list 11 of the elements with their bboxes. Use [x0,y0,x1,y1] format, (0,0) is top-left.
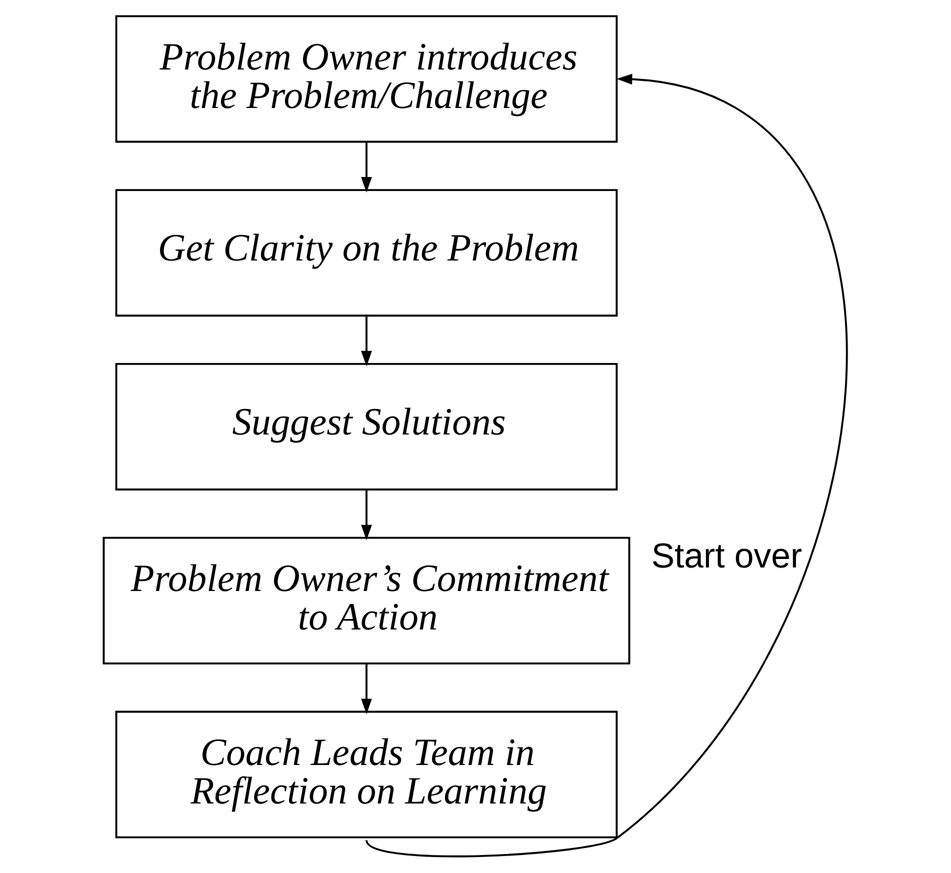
edge-label: Start over [651,537,802,576]
arrow [361,316,372,366]
node-box: Problem Owner’s Commitment to Action [102,536,630,664]
node-box: Coach Leads Team in Reflection on Learning [115,710,618,838]
arrow [361,142,372,193]
arrow [361,490,372,540]
arrow [361,664,372,714]
node-box: Get Clarity on the Problem [115,189,618,317]
arrow [366,74,847,858]
node-box: Suggest Solutions [115,362,618,490]
node-box: Problem Owner introduces the Problem/Challenge [115,15,618,143]
